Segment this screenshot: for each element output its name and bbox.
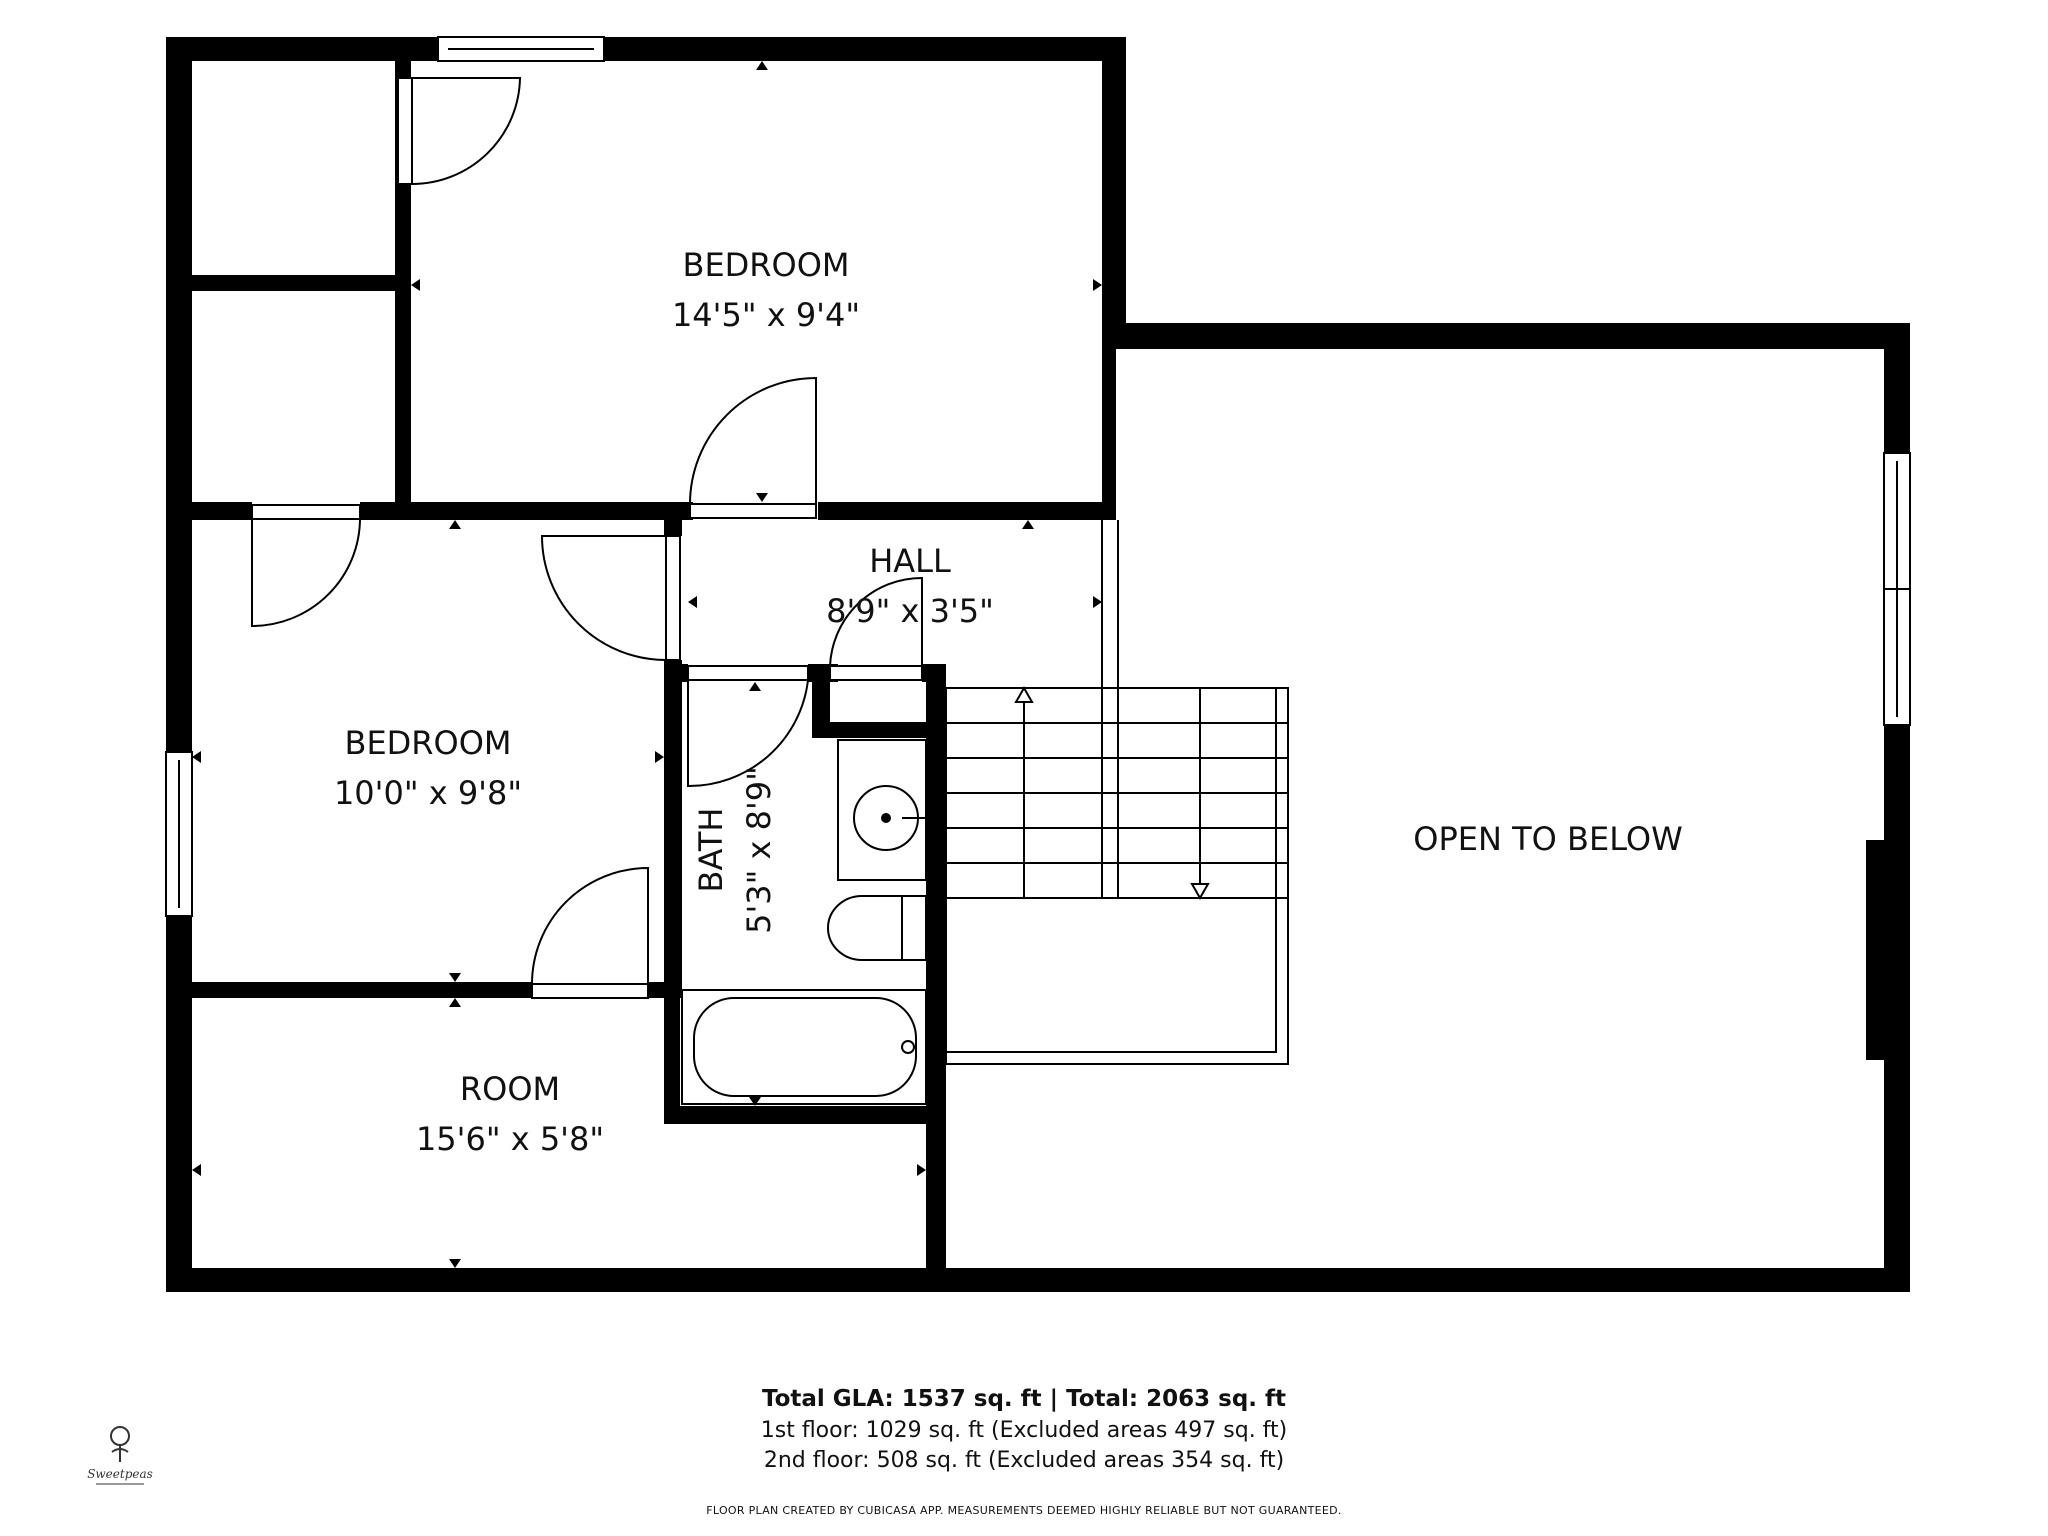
bathtub-basin	[693, 997, 917, 1097]
footer-second-floor: 2nd floor: 508 sq. ft (Excluded areas 35…	[763, 1448, 1285, 1473]
door-hall-closet-swing	[829, 576, 923, 667]
dimension-markers	[192, 61, 1102, 1268]
logo-text: Sweetpeas	[87, 1467, 153, 1481]
stair-up-arrow	[1014, 685, 1034, 703]
bath-fixtures	[681, 739, 927, 1105]
toilet-icon	[827, 895, 902, 961]
footer-total-gla: Total GLA: 1537 sq. ft | Total: 2063 sq.…	[761, 1386, 1287, 1412]
room-room-name: ROOM	[460, 1070, 560, 1108]
logo: Sweetpeas	[87, 1426, 153, 1485]
room-room-dims: 15'6" x 5'8"	[416, 1120, 604, 1158]
door-closet	[397, 77, 413, 185]
room-bedroom2-dims: 10'0" x 9'8"	[334, 774, 522, 812]
door-closet-swing	[411, 77, 522, 185]
room-hall-name: HALL	[869, 542, 951, 580]
room-bedroom1-dims: 14'5" x 9'4"	[672, 296, 860, 334]
door-room	[531, 983, 649, 999]
footer-disclaimer: FLOOR PLAN CREATED BY CUBICASA APP. MEAS…	[706, 1504, 1342, 1517]
door-bedroom2-closet	[251, 504, 361, 520]
door-bedroom2-swing	[540, 535, 667, 661]
stairs	[945, 520, 1289, 1065]
door-bedroom2	[665, 535, 681, 661]
room-bath-name: BATH	[692, 808, 730, 893]
door-bedroom1	[689, 503, 817, 519]
room-bath-dims: 5'3" x 8'9"	[740, 766, 778, 934]
door-room-swing	[531, 866, 649, 985]
room-bedroom2-name: BEDROOM	[344, 724, 511, 762]
door-bedroom1-swing	[689, 376, 817, 505]
room-open-name: OPEN TO BELOW	[1413, 820, 1682, 858]
room-bedroom1-name: BEDROOM	[682, 246, 849, 284]
room-hall-dims: 8'9" x 3'5"	[826, 592, 994, 630]
vanity	[837, 739, 927, 881]
door-bedroom2-closet-swing	[251, 518, 361, 628]
doors	[251, 77, 923, 999]
room-labels: BEDROOM 14'5" x 9'4" HALL 8'9" x 3'5" BE…	[334, 246, 1683, 1158]
footer-first-floor: 1st floor: 1029 sq. ft (Excluded areas 4…	[760, 1418, 1288, 1443]
stair-down-arrow	[1190, 883, 1210, 901]
walls	[166, 37, 1910, 1292]
toilet-tank	[901, 895, 927, 961]
windows	[165, 36, 1911, 917]
door-bath	[687, 665, 809, 681]
bathtub	[681, 989, 927, 1105]
door-bath-swing	[687, 679, 809, 788]
door-hall-closet	[829, 665, 923, 681]
landing	[945, 897, 1289, 1065]
